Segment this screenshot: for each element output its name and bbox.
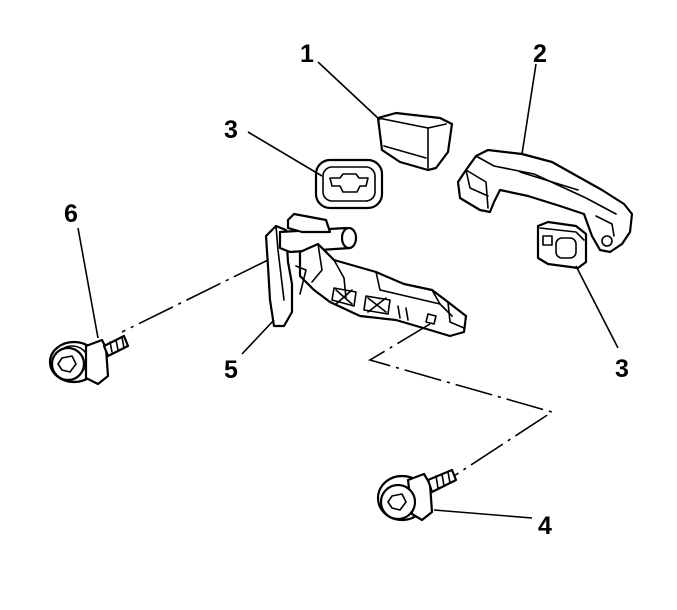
callout-3-lower: 3 bbox=[615, 355, 629, 383]
callout-2: 2 bbox=[533, 40, 547, 68]
callout-6: 6 bbox=[64, 200, 78, 228]
part-2-outside-handle bbox=[456, 148, 634, 254]
part-6-bolt bbox=[48, 334, 130, 386]
callout-1: 1 bbox=[300, 40, 314, 68]
part-1-end-cap bbox=[376, 111, 454, 172]
part-3-logo-insert-upper bbox=[314, 158, 384, 210]
callout-3-upper: 3 bbox=[224, 116, 238, 144]
part-5-handle-bracket bbox=[264, 212, 468, 338]
assembly-lines bbox=[121, 259, 554, 477]
callout-4: 4 bbox=[538, 512, 552, 540]
callout-labels: 1 2 3 3 4 5 6 bbox=[64, 40, 629, 540]
part-3-keyhole-cover-lower bbox=[536, 220, 588, 270]
part-4-bolt bbox=[376, 468, 458, 522]
callout-5: 5 bbox=[224, 356, 238, 384]
leader-lines bbox=[77, 61, 619, 519]
